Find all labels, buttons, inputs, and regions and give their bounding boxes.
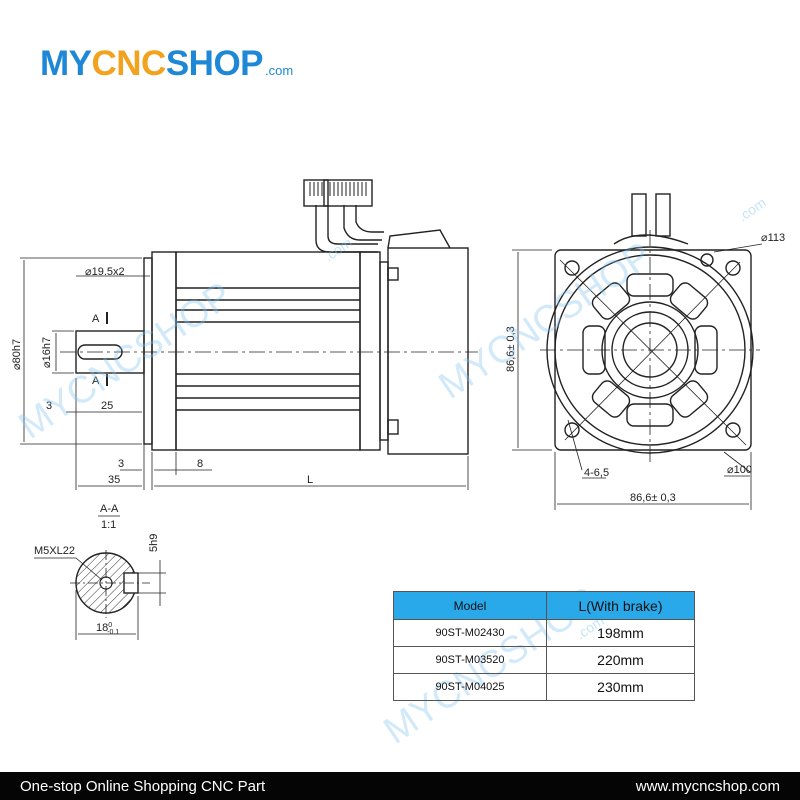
dim-flange-3: 3 <box>118 458 124 470</box>
dim-flange-8: 8 <box>197 458 203 470</box>
dim-holes: 4-6,5 <box>584 467 609 479</box>
section-title: A-A <box>100 503 119 515</box>
motor-cable <box>315 205 378 253</box>
dim-flange-dia: ⌀80h7 <box>11 339 23 370</box>
dim-pilot: ⌀100 <box>727 464 752 476</box>
section-mark-top: A <box>92 313 100 325</box>
header-model: Model <box>393 591 547 620</box>
section-scale: 1:1 <box>101 519 116 531</box>
footer-bar: One-stop Online Shopping CNC Part www.my… <box>0 772 800 800</box>
dim-offset-3: 3 <box>46 400 52 412</box>
logo-com: .com <box>265 63 294 78</box>
cell-model: 90ST-M03520 <box>393 646 547 674</box>
spec-table: Model L(With brake) 90ST-M02430 198mm 90… <box>393 591 695 701</box>
section-mark-bottom: A <box>92 375 100 387</box>
dim-shaft-dia: ⌀16h7 <box>41 337 53 368</box>
motor-body <box>175 251 361 451</box>
dim-square-horizontal: 86,6± 0,3 <box>630 492 676 504</box>
section-depth: 180-0.1 <box>96 622 119 636</box>
dim-shaft-hole: ⌀19.5x2 <box>85 266 125 278</box>
dim-spigot-35: 35 <box>108 474 120 486</box>
table-row: 90ST-M03520 220mm <box>393 646 695 674</box>
cell-length: 230mm <box>546 673 695 701</box>
section-key: 5h9 <box>148 534 160 552</box>
mount-hole <box>725 422 741 438</box>
dim-pcd: ⌀113 <box>761 232 785 244</box>
cell-model: 90ST-M04025 <box>393 673 547 701</box>
table-header-row: Model L(With brake) <box>393 591 695 620</box>
encoder-housing <box>387 247 469 455</box>
encoder-connector <box>323 179 373 207</box>
logo-my: MY <box>40 44 92 83</box>
watermark-left-com: .com <box>321 234 355 264</box>
table-row: 90ST-M04025 230mm <box>393 673 695 701</box>
mount-hole <box>564 260 580 276</box>
table-row: 90ST-M02430 198mm <box>393 619 695 647</box>
logo-cnc: CNC <box>91 44 167 83</box>
mount-hole <box>725 260 741 276</box>
logo-shop: SHOP <box>165 44 264 83</box>
watermark-right-com: .com <box>735 194 769 224</box>
header-length: L(With brake) <box>546 591 695 620</box>
cell-length: 198mm <box>546 619 695 647</box>
section-thread: M5XL22 <box>34 545 75 557</box>
dim-square-vertical: 86,6± 0,3 <box>505 326 517 372</box>
brand-logo: MYCNCSHOP.com <box>40 44 293 84</box>
dim-length-l: L <box>307 474 313 486</box>
footer-slogan: One-stop Online Shopping CNC Part <box>20 778 266 795</box>
dim-shaft-length: 25 <box>101 400 113 412</box>
footer-website: www.mycncshop.com <box>635 778 780 795</box>
power-connector <box>303 179 329 207</box>
cell-model: 90ST-M02430 <box>393 619 547 647</box>
cell-length: 220mm <box>546 646 695 674</box>
mount-hole <box>564 422 580 438</box>
